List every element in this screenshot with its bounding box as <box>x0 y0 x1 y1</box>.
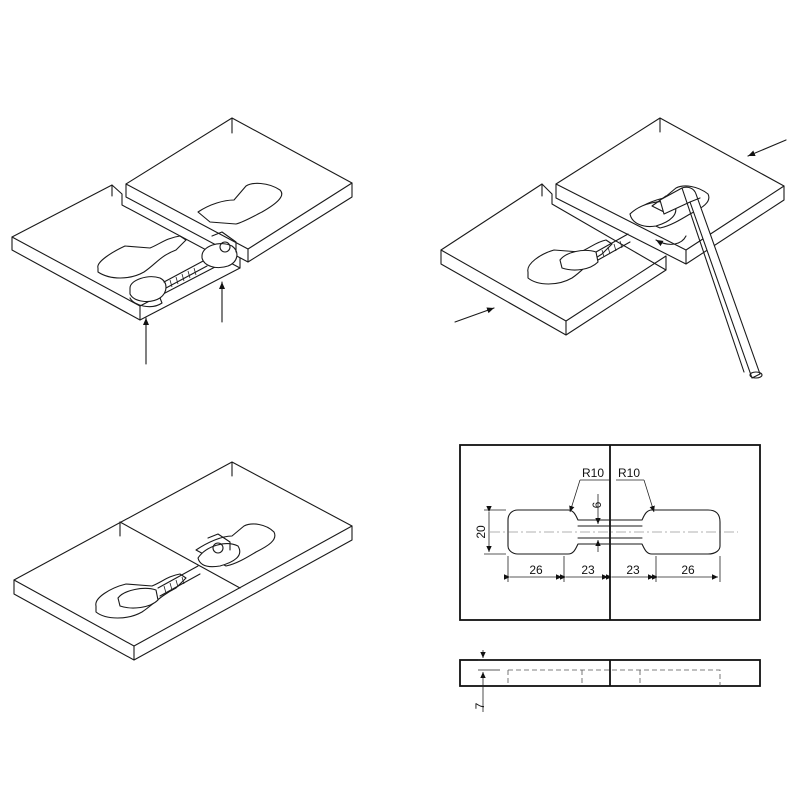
screw-assembly <box>129 231 238 308</box>
cavity-left-2 <box>527 239 613 285</box>
cavity-left-3 <box>95 573 187 619</box>
right-mold-half-2 <box>555 117 785 265</box>
side-view-drawing: 7 <box>459 650 761 712</box>
dim-6: 6 <box>590 501 604 508</box>
dogbone-outline <box>507 509 721 555</box>
dim-26-right: 26 <box>681 563 695 577</box>
dim-23-right: 23 <box>626 563 640 577</box>
isometric-view-closing-mold <box>440 117 787 379</box>
screw-assembly-3 <box>117 533 241 609</box>
dim-23-left: 23 <box>581 563 595 577</box>
dim-26-left: 26 <box>529 563 543 577</box>
push-arrow-upper-right <box>747 139 787 157</box>
push-arrow-lower-left <box>454 307 495 323</box>
dim-r10-left: R10 <box>582 466 604 480</box>
isometric-view-open-mold <box>11 117 353 365</box>
dim-r10-right: R10 <box>618 466 640 480</box>
cavity-right <box>197 182 283 225</box>
right-mold-half <box>125 117 353 263</box>
dim-20: 20 <box>474 525 488 539</box>
top-view-drawing: 20 6 R10 R10 26 23 23 26 <box>459 444 761 621</box>
dim-7: 7 <box>473 702 487 709</box>
hex-key-tool[interactable] <box>659 186 763 379</box>
cavity-right-3 <box>195 523 276 567</box>
cavity-right-2 <box>629 185 710 229</box>
cavity-left <box>97 235 187 279</box>
left-mold-half-2 <box>440 183 667 336</box>
isometric-view-closed-mold <box>13 461 353 661</box>
rotation-arrow <box>655 235 687 247</box>
